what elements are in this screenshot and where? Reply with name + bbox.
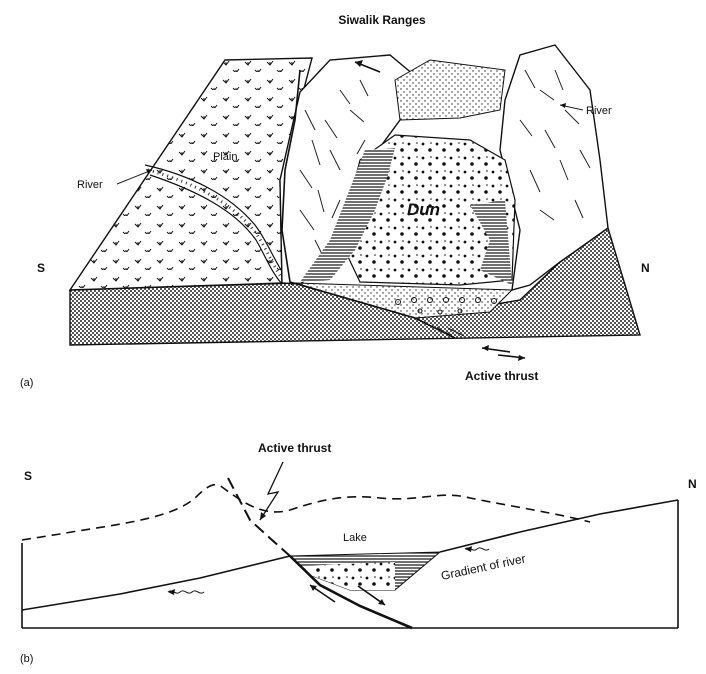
ridge-left-strokes	[299, 79, 369, 261]
ridge-right-strokes	[519, 69, 591, 221]
label-south-b: S	[24, 469, 32, 483]
lake-sediment-dots	[300, 562, 395, 590]
panel-label-b: (b)	[20, 653, 33, 665]
river-flow-arrow-north	[464, 546, 490, 552]
label-gradient-of-river: Gradient of river	[440, 551, 527, 583]
thrust-fault-solid	[289, 555, 413, 630]
fault-slip-arrows	[309, 584, 386, 606]
label-active-thrust-b: Active thrust	[258, 441, 331, 455]
river-bank-left	[149, 174, 283, 285]
lake-hatch-right	[470, 200, 512, 285]
plain-surface	[68, 57, 313, 291]
river-channel-left	[144, 164, 293, 286]
former-profile-dashed	[21, 483, 591, 541]
earthquake-arrowhead	[260, 512, 266, 520]
label-dun: Dun	[407, 200, 440, 219]
label-north-b: N	[688, 477, 697, 491]
river-flow-arrow-south	[167, 589, 205, 595]
fault-motion-arrow	[354, 60, 381, 73]
label-lake: Lake	[343, 532, 367, 544]
thrust-ticks	[429, 325, 465, 337]
river-left-leader	[116, 169, 153, 185]
thrust-fault-trace	[281, 69, 456, 339]
ground-surface-north	[439, 499, 679, 553]
lake-hatch-left	[300, 148, 395, 282]
panel-a-title: Siwalik Ranges	[338, 13, 426, 27]
label-south-a: S	[37, 261, 45, 275]
thrust-fault-line	[227, 477, 291, 557]
panel-label-a: (a)	[20, 377, 33, 389]
label-plain: Plain	[213, 151, 237, 163]
earthquake-symbol	[259, 461, 284, 521]
ground-surface-south	[21, 555, 291, 611]
terrace-upper	[394, 59, 506, 121]
panel-b-cross-section: Active thrust S N Lake Gradient of river…	[20, 441, 697, 665]
river-right-arrowhead	[560, 103, 566, 108]
label-north-a: N	[641, 261, 650, 275]
label-river-left: River	[77, 179, 103, 191]
river-left-arrowhead	[146, 169, 152, 174]
label-active-thrust-a: Active thrust	[465, 369, 538, 383]
panel-a-block-diagram: Siwalik Ranges	[20, 13, 650, 389]
label-river-right: River	[586, 105, 612, 117]
active-thrust-arrows	[481, 345, 526, 361]
cobble-row	[395, 297, 497, 315]
